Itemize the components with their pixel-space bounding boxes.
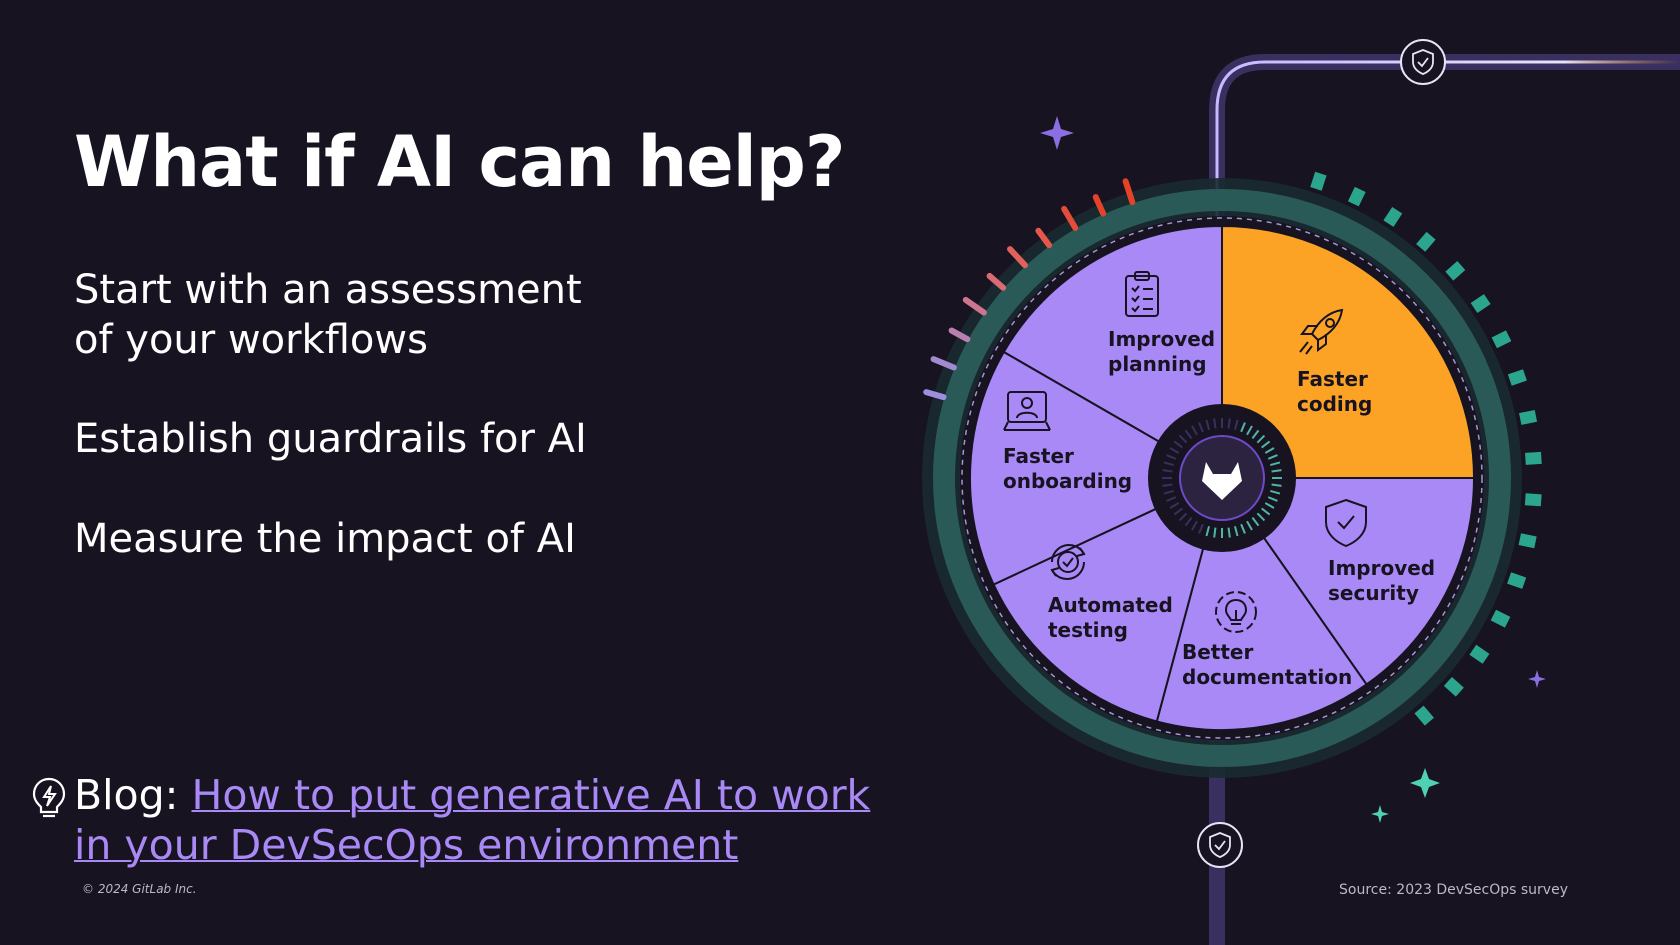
rocket-icon	[1299, 308, 1344, 355]
tick-mark	[1519, 409, 1538, 425]
faster-coding-label: Faster coding	[1297, 367, 1375, 416]
tick-mark	[986, 272, 1007, 291]
tick-mark	[1122, 178, 1136, 206]
sparkle-icon	[1410, 768, 1440, 798]
clipboard-icon	[1125, 271, 1159, 317]
laptop-user-icon	[1003, 391, 1051, 431]
impact-point: Measure the impact of AI	[74, 516, 576, 562]
gear-bulb-icon	[1215, 591, 1257, 633]
shield-node-bottom-icon	[1197, 822, 1243, 868]
tick-mark	[1383, 206, 1403, 227]
improved-security-label: Improved security	[1328, 556, 1442, 605]
tick-mark	[1507, 369, 1527, 386]
cycle-check-icon	[1050, 544, 1086, 580]
tick-mark	[1445, 261, 1466, 281]
tick-mark	[962, 296, 987, 316]
tick-mark	[930, 356, 957, 371]
segments	[969, 224, 1476, 731]
tick-mark	[1416, 231, 1436, 252]
point-1-line-2: of your workflows	[74, 317, 428, 363]
tick-mark	[1507, 572, 1527, 589]
tick-mark	[1007, 246, 1028, 269]
sparkle-icon	[1371, 805, 1389, 823]
blog-link[interactable]: How to put generative AI to work in your…	[74, 771, 871, 869]
dashed-ring	[961, 217, 1483, 739]
tick-mark	[948, 327, 971, 343]
slide-title: What if AI can help?	[74, 121, 845, 203]
tick-mark	[1469, 644, 1490, 664]
tick-mark	[923, 389, 947, 401]
tick-mark	[1470, 294, 1491, 313]
blog-reference: Blog: How to put generative AI to work i…	[74, 770, 874, 870]
tick-mark	[1490, 609, 1511, 628]
automated-testing-label: Automated testing	[1048, 593, 1180, 642]
tick-mark	[1310, 171, 1327, 191]
tick-mark	[1443, 676, 1464, 697]
tick-mark	[1061, 205, 1079, 231]
tick-mark	[1518, 533, 1537, 549]
lightbulb-icon	[32, 777, 66, 818]
shield-node-top-icon	[1400, 39, 1446, 85]
teal-ring	[933, 189, 1511, 767]
tick-mark	[1347, 186, 1366, 207]
tick-mark	[1092, 194, 1107, 217]
tick-mark	[1491, 330, 1512, 349]
progress-tick-marks	[923, 171, 1542, 726]
source-note: Source: 2023 DevSecOps survey	[1339, 882, 1568, 898]
tick-mark	[1414, 705, 1434, 726]
guardrails-point: Establish guardrails for AI	[74, 416, 587, 462]
improved-planning-label: Improved planning	[1108, 327, 1222, 376]
assessment-point: Start with an assessment of your workflo…	[74, 265, 582, 365]
tick-mark	[1524, 493, 1542, 507]
faster-onboarding-label: Faster onboarding	[1003, 444, 1132, 493]
copyright-notice: © 2024 GitLab Inc.	[82, 882, 197, 896]
shield-check-icon	[1325, 498, 1367, 548]
tick-mark	[1035, 227, 1053, 249]
point-1-line-1: Start with an assessment	[74, 267, 582, 313]
sparkle-icon	[1040, 116, 1074, 150]
tick-mark	[1525, 451, 1542, 465]
better-documentation-label: Better documentation	[1182, 640, 1352, 689]
blog-prefix: Blog:	[74, 771, 179, 819]
ai-benefits-wheel: Improved planning Faster coding Improved…	[922, 39, 1680, 945]
gitlab-logo-icon	[1202, 462, 1242, 500]
sparkle-icon	[1528, 670, 1546, 688]
